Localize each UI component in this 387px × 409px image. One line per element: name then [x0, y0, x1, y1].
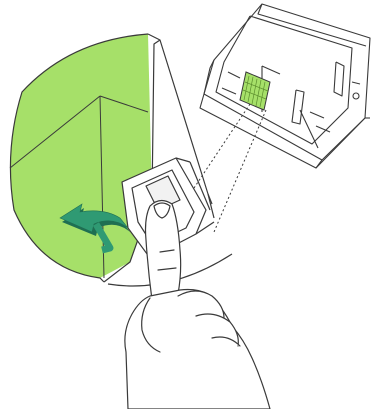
range-hood-unit	[200, 4, 370, 168]
magnified-view	[10, 34, 232, 286]
filter-panel	[10, 34, 152, 278]
